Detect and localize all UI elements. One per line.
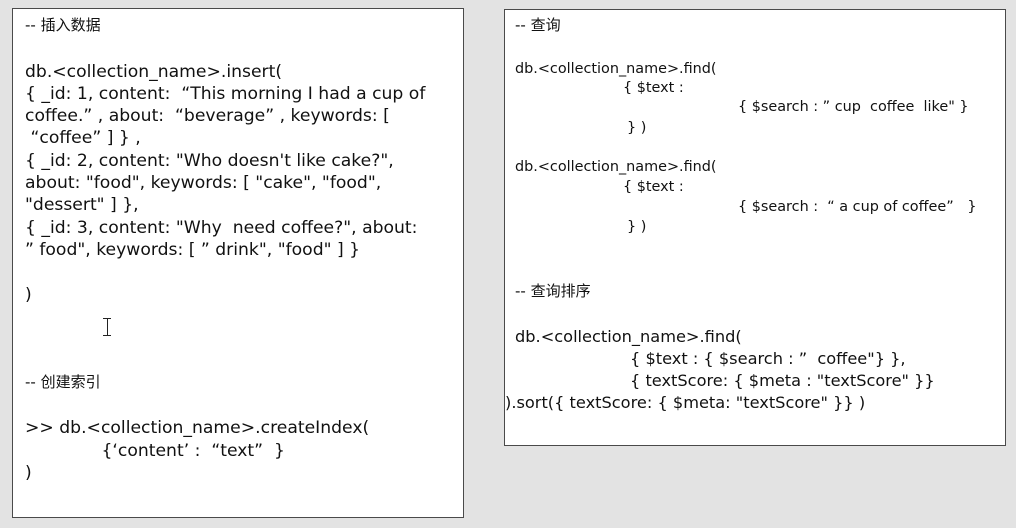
- insert-code-line: ” food", keywords: [ ” drink", "food" ] …: [25, 240, 361, 260]
- query-heading: -- 查询: [515, 16, 561, 34]
- sort-code-line: ).sort({ textScore: { $meta: "textScore"…: [505, 393, 866, 412]
- sort-code-line: { textScore: { $meta : "textScore" }}: [630, 371, 935, 390]
- index-code-line: {‘content’ : “text” }: [25, 441, 285, 461]
- insert-code-line: “coffee” ] } ,: [25, 128, 141, 148]
- query-panel: -- 查询 db.<collection_name>.find( { $text…: [504, 9, 1006, 446]
- insert-code-line: about: "food", keywords: [ "cake", "food…: [25, 173, 382, 193]
- query-code-line: db.<collection_name>.find(: [515, 159, 717, 175]
- text-cursor-icon: [103, 317, 111, 337]
- insert-code-line: coffee.” , about: “beverage” , keywords:…: [25, 106, 390, 126]
- index-code-line: ): [25, 463, 32, 483]
- insert-code-line: { _id: 3, content: "Why need coffee?", a…: [25, 218, 418, 238]
- query-sort-heading: -- 查询排序: [515, 282, 591, 300]
- create-index-heading: -- 创建索引: [25, 373, 101, 391]
- index-code-line: >> db.<collection_name>.createIndex(: [25, 418, 370, 438]
- sort-code-line: db.<collection_name>.find(: [515, 327, 742, 346]
- query-code-line: } ): [627, 120, 647, 136]
- sort-code-line: { $text : { $search : ” coffee"} },: [630, 349, 906, 368]
- query-code-line: db.<collection_name>.find(: [515, 61, 717, 77]
- query-code-line: } ): [627, 219, 647, 235]
- insert-code-line: "dessert" ] },: [25, 195, 139, 215]
- insert-code-line: { _id: 2, content: "Who doesn't like cak…: [25, 151, 394, 171]
- query-code-line: { $text :: [623, 179, 684, 195]
- query-code-line: { $search : ” cup coffee like" }: [738, 99, 969, 115]
- query-code-line: { $text :: [623, 80, 684, 96]
- insert-code-line: { _id: 1, content: “This morning I had a…: [25, 84, 426, 104]
- insert-data-panel: -- 插入数据 db.<collection_name>.insert( { _…: [12, 8, 464, 518]
- insert-data-heading: -- 插入数据: [25, 16, 101, 34]
- query-code-line: { $search : “ a cup of coffee” }: [738, 199, 977, 215]
- insert-code-line: db.<collection_name>.insert(: [25, 62, 283, 82]
- insert-code-line: ): [25, 285, 32, 305]
